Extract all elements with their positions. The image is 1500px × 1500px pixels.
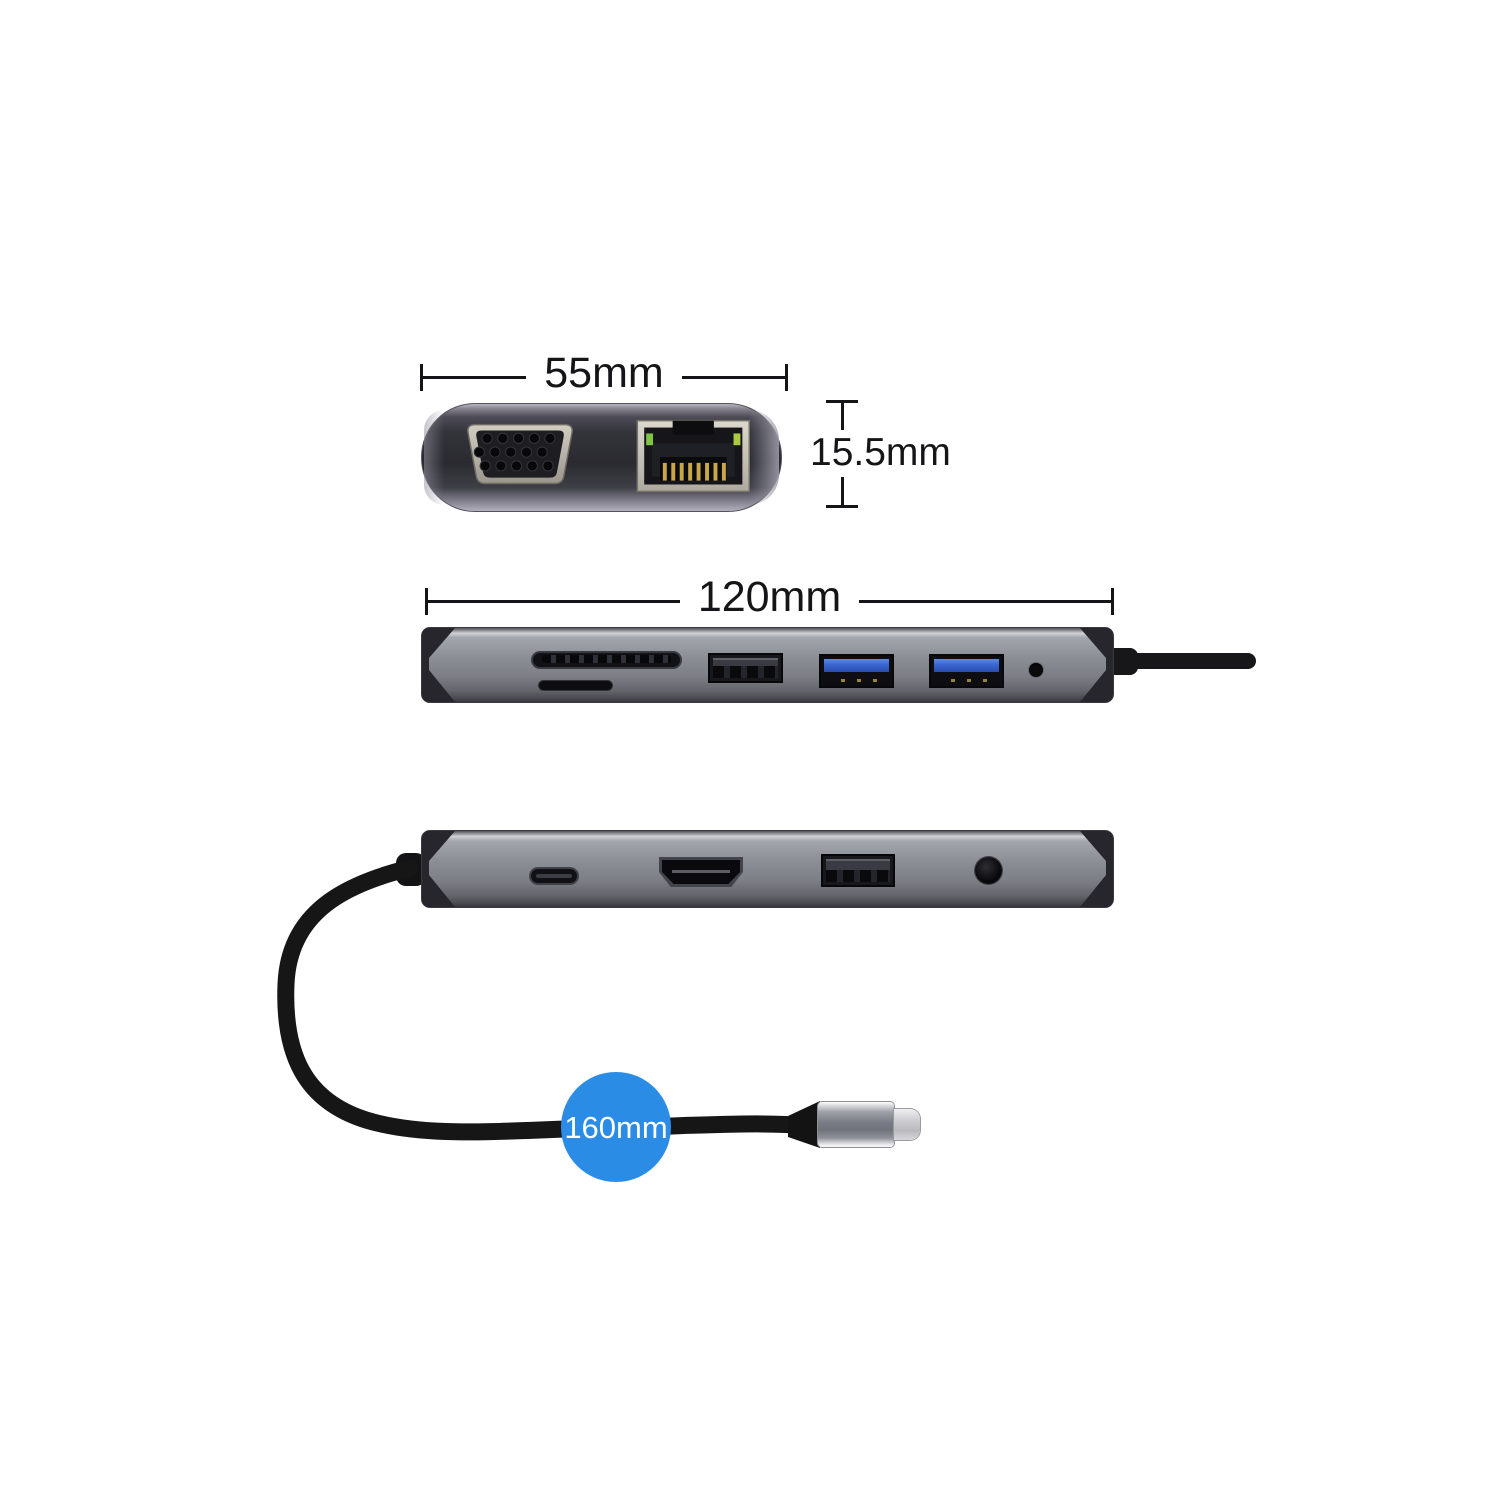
usb-tongue [826, 859, 890, 871]
dimension-tick [1111, 588, 1115, 615]
usb-contacts [829, 679, 884, 682]
ethernet-port [636, 419, 750, 493]
sd-card-slot [531, 651, 682, 669]
usb3-blue-tongue [934, 659, 999, 672]
led-indicator-hole [1029, 663, 1043, 677]
rj45-pins [662, 462, 726, 481]
usb-contacts [939, 679, 994, 682]
dimension-label-width: 55mm [544, 349, 664, 397]
dimension-tick [425, 588, 428, 615]
corner-bevel [1080, 628, 1106, 658]
usb-a-port-back [821, 854, 895, 887]
usb-c-plug-body [818, 1102, 894, 1147]
usb-a-3-port-1 [819, 654, 894, 688]
hdmi-port [659, 857, 743, 887]
dimension-label-height: 15.5mm [804, 430, 957, 477]
corner-bevel [429, 831, 455, 861]
hub-back-view [421, 830, 1114, 908]
hub-front-view [421, 627, 1114, 703]
dimension-top-width: 55mm [420, 352, 788, 399]
usb-c-cable [277, 859, 807, 1141]
ethernet-led-left [646, 433, 654, 446]
micro-sd-slot [538, 680, 613, 691]
sd-slot-contacts [542, 655, 671, 663]
corner-bevel [1080, 831, 1106, 861]
dimension-body-length: 120mm [425, 576, 1115, 623]
dimension-line [859, 600, 1112, 603]
plug-strain-relief [788, 1101, 820, 1148]
cable-length-label: 160mm [564, 1109, 668, 1145]
dimension-line [681, 376, 785, 379]
dimension-tick [420, 364, 423, 391]
vga-port [467, 423, 573, 485]
rj45-clip-slot [672, 420, 714, 435]
dimension-line [423, 376, 527, 379]
ethernet-led-right [733, 433, 741, 446]
usb-contacts [713, 666, 778, 678]
vga-pin-holes [473, 432, 556, 472]
corner-bevel [429, 628, 455, 658]
usb-c-tongue [536, 874, 572, 878]
usb-c-plug-tip [894, 1109, 920, 1140]
hub-end-view [421, 403, 782, 512]
usb3-blue-tongue [824, 659, 889, 672]
dimension-tbar-bottom [826, 505, 858, 508]
corner-bevel [1080, 670, 1106, 702]
usb-contacts [826, 870, 890, 882]
usb-a-3-port-2 [929, 654, 1004, 688]
dimension-tick [785, 364, 788, 391]
dimension-line [428, 600, 680, 603]
usb-a-2-port [708, 653, 783, 683]
cable-length-badge: 160mm [561, 1072, 671, 1182]
hdmi-contacts [672, 870, 730, 873]
end-view-ports [467, 419, 750, 493]
dimension-label-length: 120mm [697, 573, 842, 621]
corner-bevel [1080, 875, 1106, 907]
corner-bevel [429, 670, 455, 702]
corner-bevel [429, 875, 455, 907]
usb-c-port [529, 867, 579, 885]
audio-jack [975, 857, 1002, 884]
